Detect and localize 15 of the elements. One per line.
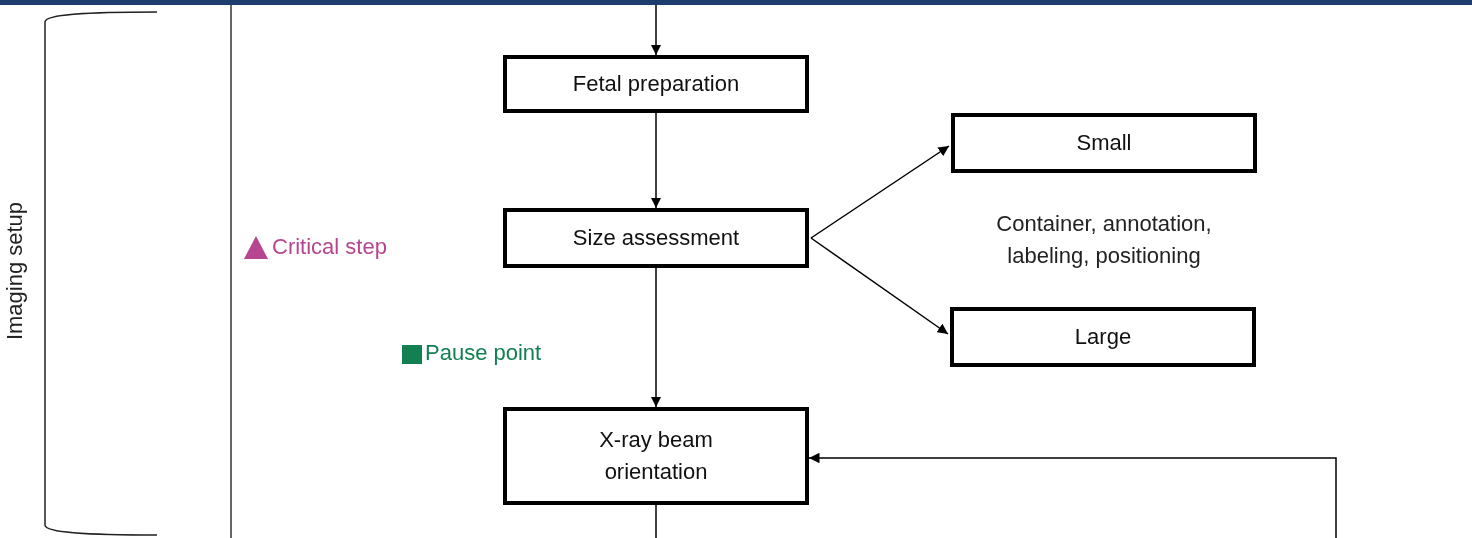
arrow (810, 145, 950, 239)
process-box: X-ray beam orientation (503, 407, 809, 505)
process-box: Size assessment (503, 208, 809, 268)
process-box: Large (950, 307, 1256, 367)
process-box: Small (951, 113, 1257, 173)
process-box: Fetal preparation (503, 55, 809, 113)
arrow (808, 452, 1337, 538)
arrow (810, 237, 949, 335)
section-label: Imaging setup (2, 201, 28, 341)
arrow (650, 267, 662, 408)
arrow (650, 4, 662, 56)
pause-point-label: Pause point (425, 340, 542, 366)
critical-step-label: Critical step (272, 234, 387, 260)
note-text: Container, annotation, labeling, positioning (995, 210, 1213, 270)
arrow (650, 112, 662, 209)
